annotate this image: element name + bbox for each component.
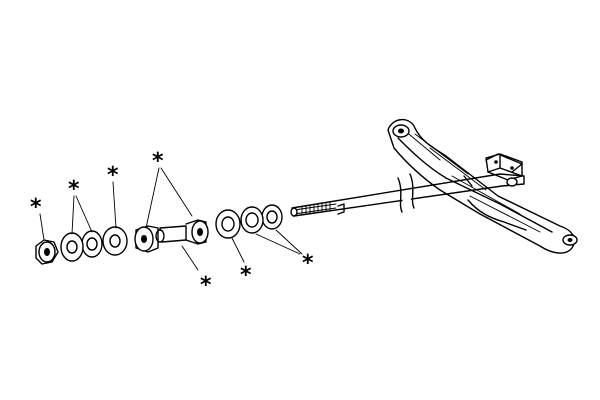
marker-asterisk: *	[30, 195, 42, 220]
marker-asterisk: *	[68, 177, 80, 202]
rod-washer-1	[215, 209, 241, 239]
nut	[35, 239, 59, 265]
washer-a	[60, 232, 84, 262]
marker-asterisk: *	[200, 273, 212, 298]
marker-asterisk: *	[240, 263, 252, 288]
rubber-bushing	[134, 225, 159, 253]
large-washer	[102, 226, 128, 256]
break-symbol	[397, 173, 415, 213]
marker-asterisk: *	[152, 149, 164, 174]
washer-b	[81, 230, 103, 258]
rod-washer-3	[261, 204, 283, 230]
control-arm	[387, 119, 578, 254]
marker-asterisk: *	[107, 163, 119, 188]
strut-rod	[290, 173, 525, 217]
bushing-sleeve	[155, 219, 209, 245]
rod-washer-2	[240, 206, 264, 234]
leader-lines	[39, 167, 303, 271]
marker-asterisk: *	[302, 251, 314, 276]
